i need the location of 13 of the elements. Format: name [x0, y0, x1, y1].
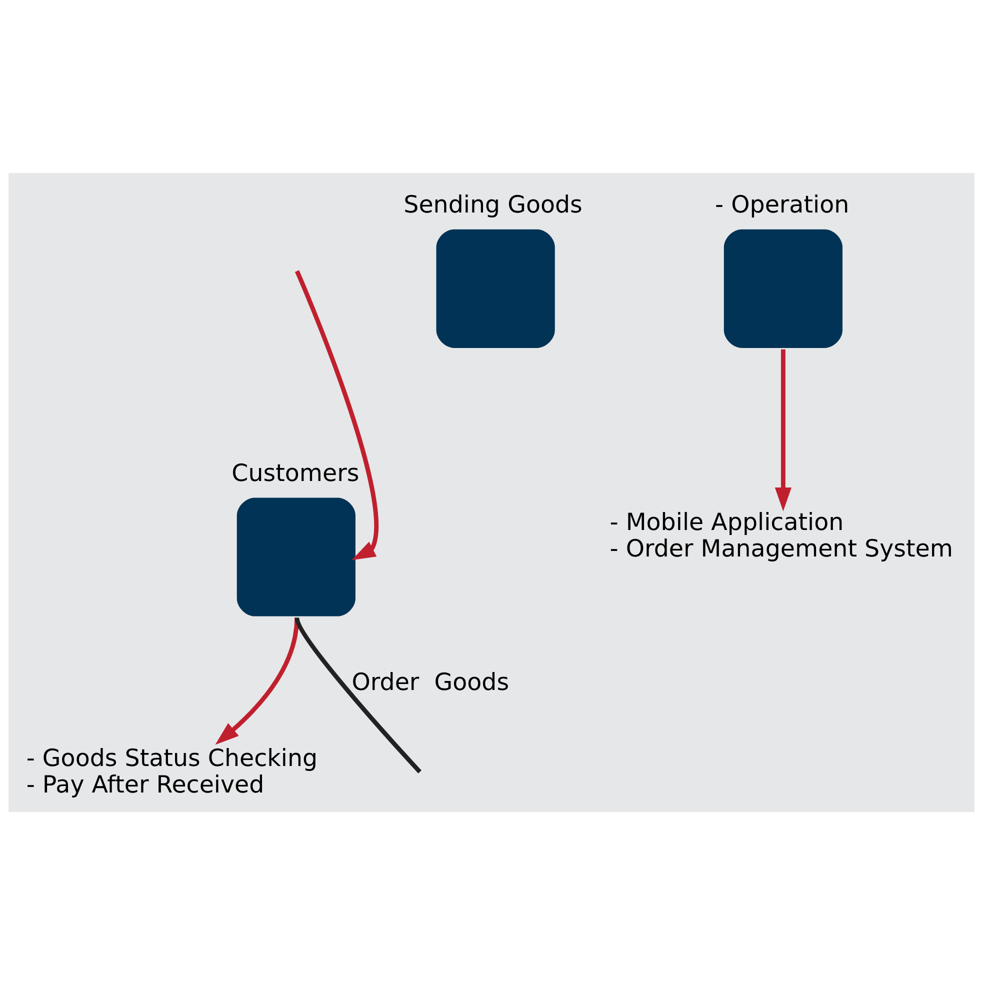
arrow [774, 349, 792, 512]
node-label: Sending Goods [404, 190, 582, 219]
arrow [215, 618, 300, 745]
node-box [436, 229, 555, 348]
node-label: Customers [232, 459, 360, 488]
node-box [236, 498, 356, 616]
node-text: - Mobile Application - Order Management System [610, 508, 954, 563]
node-text: - Goods Status Checking - Pay After Received [26, 744, 318, 798]
node-box [724, 229, 842, 348]
edge-label: Order Goods [352, 668, 510, 696]
connector [294, 617, 422, 774]
node-label: - Operation [715, 190, 850, 219]
arrow [294, 270, 378, 560]
